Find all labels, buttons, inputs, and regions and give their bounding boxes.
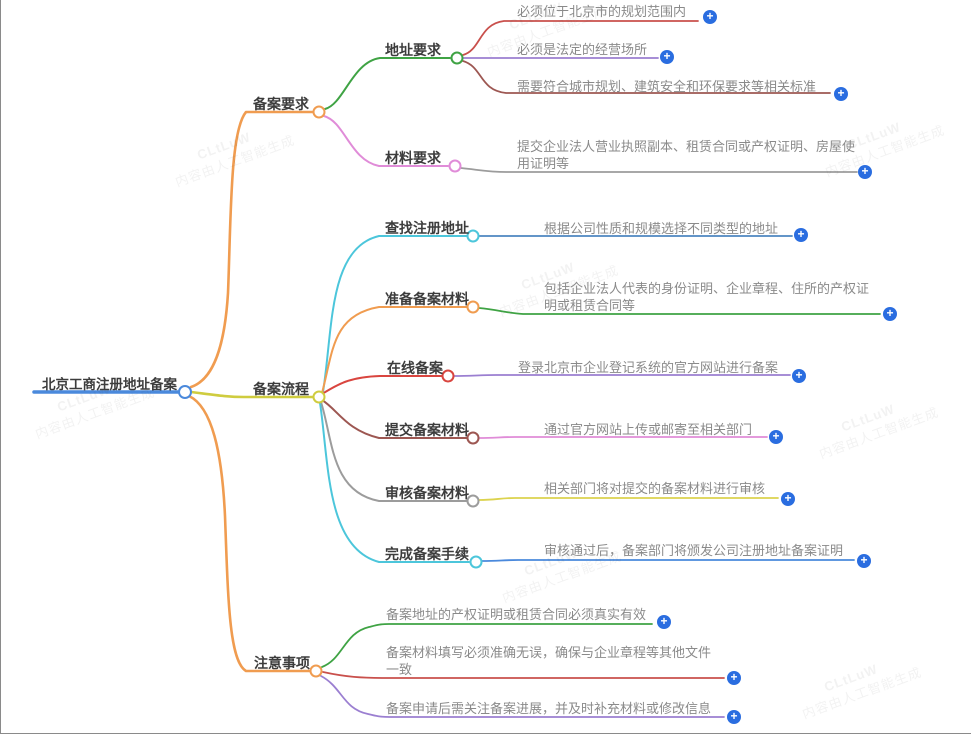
leaf-address-planning-scope[interactable]: 必须位于北京市的规划范围内 [517, 4, 687, 19]
node-step-find-address[interactable]: 查找注册地址 [385, 220, 469, 236]
node-material-requirements[interactable]: 材料要求 [385, 150, 441, 166]
leaf-step3[interactable]: 登录北京市企业登记系统的官方网站进行备案 [518, 360, 779, 375]
node-step-prepare-materials[interactable]: 准备备案材料 [385, 291, 469, 307]
leaf-step5[interactable]: 相关部门将对提交的备案材料进行审核 [544, 481, 766, 496]
edge-notes-leaf2 [322, 671, 725, 679]
step6-anchor [469, 555, 483, 569]
edge-requirements-address [324, 57, 451, 110]
node-process[interactable]: 备案流程 [253, 381, 309, 397]
process-anchor [312, 390, 326, 404]
expand-button[interactable]: + [794, 228, 808, 242]
edge-step3-leaf [453, 374, 791, 377]
expand-button[interactable]: + [858, 165, 872, 179]
materials-anchor [448, 159, 462, 173]
leaf-address-legal-premises[interactable]: 必须是法定的经营场所 [517, 42, 648, 57]
expand-button[interactable]: + [792, 369, 806, 383]
node-step-submit-materials[interactable]: 提交备案材料 [385, 422, 469, 438]
leaf-materials-documents[interactable]: 提交企业法人营业执照副本、租赁合同或产权证明、房屋使用证明等 [517, 139, 856, 171]
node-requirements[interactable]: 备案要求 [253, 96, 309, 112]
edge-notes-leaf1 [321, 623, 653, 668]
edge-process-step1 [322, 235, 468, 393]
expand-button[interactable]: + [883, 307, 897, 321]
node-step-review-materials[interactable]: 审核备案材料 [385, 485, 469, 501]
step5-anchor [466, 494, 480, 508]
edge-address-leaf3 [462, 60, 831, 94]
leaf-step1[interactable]: 根据公司性质和规模选择不同类型的地址 [544, 221, 779, 236]
step1-anchor [466, 229, 480, 243]
node-address-requirements[interactable]: 地址要求 [385, 42, 441, 58]
edge-materials-leaf1 [460, 167, 858, 173]
address-anchor [450, 51, 464, 65]
notes-anchor [309, 664, 323, 678]
leaf-note-follow-progress[interactable]: 备案申请后需关注备案进展，并及时补充材料或修改信息 [386, 701, 712, 716]
edge-step2-leaf [478, 307, 881, 315]
edge-requirements-materials [323, 115, 449, 167]
leaf-step2[interactable]: 包括企业法人代表的身份证明、企业章程、住所的产权证明或租赁合同等 [544, 281, 870, 313]
edge-process-step6 [319, 402, 470, 563]
edge-notes-leaf3 [320, 675, 725, 718]
expand-button[interactable]: + [781, 492, 795, 506]
step3-anchor [441, 369, 455, 383]
edge-process-step5 [320, 401, 468, 502]
leaf-step6[interactable]: 审核通过后，备案部门将颁发公司注册地址备案证明 [544, 543, 844, 558]
expand-button[interactable]: + [660, 50, 674, 64]
leaf-address-standards[interactable]: 需要符合城市规划、建筑安全和环保要求等相关标准 [517, 79, 817, 94]
edge-root-requirements [189, 110, 315, 389]
edge-root-process [189, 390, 315, 399]
leaf-note-valid-proof[interactable]: 备案地址的产权证明或租赁合同必须真实有效 [386, 607, 647, 622]
expand-button[interactable]: + [769, 430, 783, 444]
requirements-anchor [312, 105, 326, 119]
step4-anchor [466, 431, 480, 445]
expand-button[interactable]: + [834, 87, 848, 101]
edge-process-step3 [321, 375, 443, 395]
expand-button[interactable]: + [727, 671, 741, 685]
edge-process-step2 [321, 306, 468, 394]
node-notes[interactable]: 注意事项 [254, 655, 310, 671]
expand-button[interactable]: + [703, 10, 717, 24]
edge-step5-leaf [478, 497, 779, 501]
edge-address-leaf1 [462, 20, 699, 56]
expand-button[interactable]: + [857, 554, 871, 568]
step2-anchor [466, 300, 480, 314]
expand-button[interactable]: + [657, 615, 671, 629]
edge-step4-leaf [478, 436, 768, 439]
root-node-anchor [178, 385, 192, 399]
leaf-note-accurate-filling[interactable]: 备案材料填写必须准确无误，确保与企业章程等其他文件一致 [386, 645, 712, 677]
node-step-complete-filing[interactable]: 完成备案手续 [385, 546, 469, 562]
leaf-step4[interactable]: 通过官方网站上传或邮寄至相关部门 [544, 422, 753, 437]
expand-button[interactable]: + [727, 710, 741, 724]
edge-step6-leaf [481, 559, 855, 562]
node-root[interactable]: 北京工商注册地址备案 [42, 377, 177, 392]
edge-root-notes [187, 394, 312, 673]
node-step-online-filing[interactable]: 在线备案 [387, 360, 443, 376]
edge-process-step4 [321, 399, 468, 439]
